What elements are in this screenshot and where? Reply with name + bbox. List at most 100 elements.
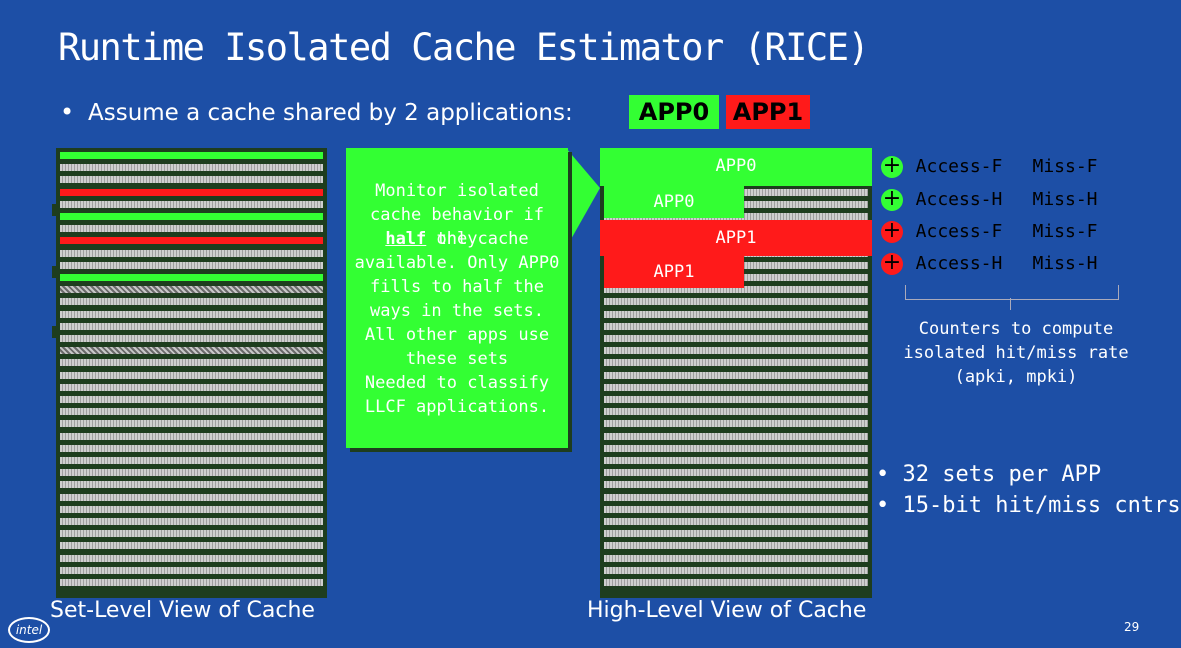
cache-row: [604, 566, 868, 574]
set-row: [60, 371, 323, 379]
set-row: [60, 444, 323, 452]
set-row: [60, 164, 323, 172]
set-row: [60, 518, 323, 525]
cache-row: [604, 396, 868, 403]
cache-row: [604, 457, 868, 464]
counters-brace: [905, 285, 1119, 300]
set-row: [60, 274, 323, 281]
plus-icon: +: [881, 186, 903, 211]
set-row: [60, 420, 323, 428]
set-row: [60, 396, 323, 403]
counter-miss-f-app0: Miss-F: [1032, 156, 1098, 177]
cache-row: [604, 469, 868, 477]
set-row: [60, 176, 323, 184]
callout-box: Monitor isolated cache behavior if only …: [346, 148, 568, 448]
set-row: [60, 310, 323, 318]
plus-icon: +: [881, 250, 903, 275]
caption-set-level: Set-Level View of Cache: [50, 598, 315, 623]
plus-icon: +: [881, 153, 903, 178]
counter-access-h-app1: Access-H: [915, 253, 1003, 274]
slide-title: Runtime Isolated Cache Estimator (RICE): [58, 26, 870, 69]
counter-miss-h-app0: Miss-H: [1032, 189, 1098, 210]
set-row: [60, 432, 323, 440]
set-row: [60, 408, 323, 416]
cache-row: [604, 371, 868, 379]
cache-row: [604, 359, 868, 367]
callout-text-1: Monitor isolated cache behavior if only: [370, 181, 544, 249]
set-row: [60, 554, 323, 562]
set-row: [60, 347, 323, 355]
cache-row: [604, 432, 868, 440]
set-level-cache-diagram: [52, 148, 327, 598]
set-row: [60, 200, 323, 208]
cache-row: [604, 505, 868, 513]
set-marker: [52, 204, 57, 216]
cache-row: [604, 310, 868, 318]
callout-text-2-rest: the cache available. Only APP0 fills to …: [354, 229, 560, 369]
set-row: [60, 359, 323, 367]
counters-brace-tick: [1010, 298, 1011, 310]
set-row: [60, 481, 323, 489]
set-row: [60, 261, 323, 269]
app0-tag: APP0: [629, 95, 719, 129]
bullet-marker: •: [60, 98, 75, 126]
cache-row: [604, 347, 868, 355]
block-app1-half: APP1: [604, 256, 744, 288]
set-row: [60, 213, 323, 220]
cache-row: [604, 579, 868, 586]
set-row: [60, 237, 323, 245]
plus-icon: +: [881, 218, 903, 243]
block-app0-full: APP0: [600, 148, 872, 186]
set-row: [60, 566, 323, 574]
set-row: [60, 493, 323, 501]
cache-row: [604, 481, 868, 489]
set-row: [60, 542, 323, 550]
cache-row: [604, 542, 868, 550]
callout-text-2: half the cache available. Only APP0 fill…: [354, 227, 560, 371]
cache-row: [604, 286, 868, 294]
set-row: [60, 383, 323, 391]
intel-logo: intel: [8, 617, 50, 643]
cache-row: [604, 518, 868, 525]
cache-row: [604, 335, 868, 342]
cache-row: [604, 298, 868, 306]
counter-access-f-app0: Access-F: [915, 156, 1003, 177]
set-row: [60, 469, 323, 477]
set-row: [60, 152, 323, 159]
cache-row: [604, 444, 868, 452]
set-row: [60, 225, 323, 233]
note-sets-per-app: • 32 sets per APP: [876, 462, 1102, 487]
cache-row: [604, 408, 868, 416]
assume-text: Assume a cache shared by 2 applications:: [88, 100, 573, 126]
block-app1-full: APP1: [600, 220, 872, 256]
cache-row: [604, 322, 868, 330]
page-number: 29: [1124, 620, 1140, 634]
set-marker: [52, 266, 57, 278]
callout-text-3: Needed to classify LLCF applications.: [364, 373, 550, 417]
counter-miss-h-app1: Miss-H: [1032, 253, 1098, 274]
set-row: [60, 530, 323, 538]
counter-access-f-app1: Access-F: [915, 221, 1003, 242]
cache-row: [604, 493, 868, 501]
cache-row: [604, 420, 868, 428]
set-marker: [52, 326, 57, 338]
caption-high-level: High-Level View of Cache: [587, 598, 867, 623]
counter-miss-f-app1: Miss-F: [1032, 221, 1098, 242]
set-row: [60, 188, 323, 196]
set-row: [60, 298, 323, 306]
app1-tag: APP1: [726, 95, 810, 129]
cache-row: [604, 383, 868, 391]
cache-row: [604, 530, 868, 538]
cache-row: [604, 554, 868, 562]
block-app0-half: APP0: [604, 186, 744, 218]
note-counter-bits: • 15-bit hit/miss cntrs: [876, 493, 1181, 518]
callout-underlined-word: half: [385, 229, 427, 249]
set-row: [60, 249, 323, 257]
counters-note: Counters to compute isolated hit/miss ra…: [903, 319, 1129, 387]
high-level-cache-diagram: APP0 APP0 APP1 APP1: [600, 148, 872, 598]
set-row: [60, 457, 323, 464]
set-row: [60, 335, 323, 342]
set-row: [60, 286, 323, 294]
callout-pointer: [566, 148, 600, 248]
set-row: [60, 505, 323, 513]
